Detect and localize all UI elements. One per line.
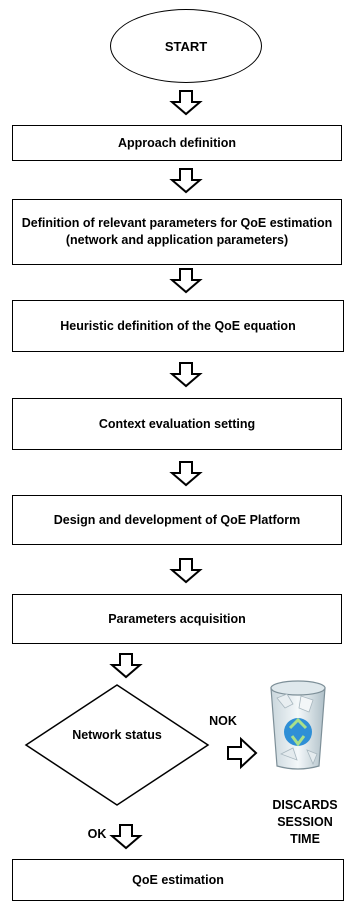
down-arrow-icon (169, 362, 203, 388)
down-arrow-icon (169, 461, 203, 487)
down-arrow-icon (109, 653, 143, 679)
network-status-decision (24, 684, 210, 806)
step-label: Context evaluation setting (98, 416, 256, 431)
down-arrow-icon (169, 268, 203, 294)
nok-label: NOK (209, 714, 237, 728)
down-arrow-icon (169, 558, 203, 584)
start-node: START (110, 9, 262, 83)
down-arrow-icon (109, 824, 143, 850)
step-heuristic-definition: Heuristic definition of the QoE equation (12, 300, 344, 352)
down-arrow-icon (169, 168, 203, 194)
recycle-bin-icon (270, 680, 326, 770)
step-design-platform: Design and development of QoE Platform (12, 495, 342, 545)
step-label: Parameters acquisition (108, 611, 246, 626)
step-qoe-estimation: QoE estimation (12, 859, 344, 901)
right-arrow-icon (227, 736, 258, 770)
step-label: Heuristic definition of the QoE equation (60, 318, 296, 333)
step-label: Approach definition (117, 135, 237, 150)
step-relevant-parameters: Definition of relevant parameters for Qo… (12, 199, 342, 265)
down-arrow-icon (169, 90, 203, 116)
step-approach-definition: Approach definition (12, 125, 342, 161)
start-label: START (164, 38, 208, 54)
step-label: QoE estimation (132, 872, 224, 887)
step-parameters-acquisition: Parameters acquisition (12, 594, 342, 644)
step-context-evaluation: Context evaluation setting (12, 398, 342, 450)
ok-label: OK (87, 827, 107, 841)
discard-label: DISCARDS SESSION TIME (272, 798, 338, 846)
step-label: Design and development of QoE Platform (53, 512, 301, 527)
step-label: Definition of relevant parameters for Qo… (21, 216, 333, 247)
decision-label: Network status (72, 728, 162, 742)
